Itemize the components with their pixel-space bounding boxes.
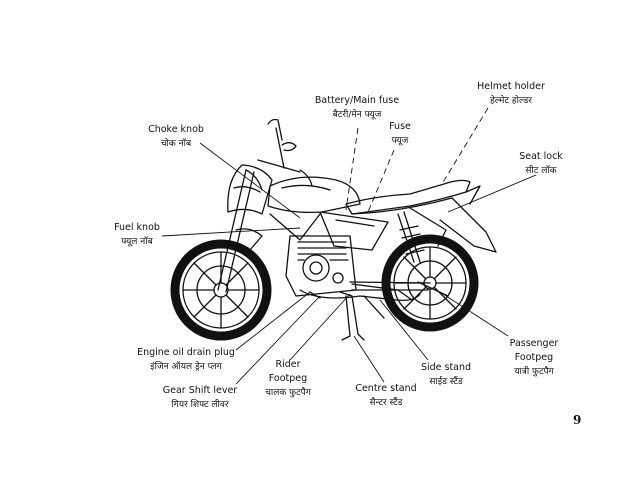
label-fuse: Fuse फ्यूज (389, 121, 411, 146)
page-number: 9 (573, 413, 582, 427)
leader-helmet-holder (441, 107, 489, 185)
front-wheel (170, 239, 272, 341)
fuel-tank (267, 169, 361, 214)
label-choke-knob: Choke knob चोक नॉब (148, 124, 204, 149)
front-fairing (227, 164, 273, 215)
seat (345, 179, 471, 215)
label-helmet-holder: Helmet holder हेल्मेट होल्डर (477, 81, 545, 106)
leader-passenger-footpeg (439, 291, 509, 337)
leader-fuse (367, 149, 395, 213)
label-passenger-footpeg: Passenger Footpeg यात्री फुटपैग (509, 338, 559, 377)
label-battery-main-fuse: Battery/Main fuse बैटरी/मेन फ्यूज (314, 95, 400, 120)
rear-frame (397, 185, 497, 263)
side-panel (269, 211, 389, 251)
leader-side-stand (379, 299, 429, 361)
leader-choke-knob (199, 142, 301, 219)
front-fork (217, 118, 301, 293)
label-seat-lock: Seat lock सीट लॉक (519, 151, 563, 176)
label-side-stand: Side stand साईड स्टैंड (420, 362, 472, 387)
label-gear-shift-lever: Gear Shift lever गियर शिफ्ट लीवर (162, 385, 238, 410)
label-rider-footpeg: Rider Footpeg चालक फुटपैग (265, 359, 311, 398)
label-engine-oil-drain-plug: Engine oil drain plug इंजिन ऑयल ड्रेन प्… (137, 347, 235, 372)
leader-rider-footpeg (289, 293, 351, 361)
engine (285, 235, 357, 297)
leader-centre-stand (353, 335, 385, 383)
front-mudguard (195, 241, 249, 251)
leader-fuel-knob (161, 227, 301, 237)
label-fuel-knob: Fuel knob फ्यूल नॉब (114, 222, 160, 247)
leader-seat-lock (447, 174, 537, 213)
leader-gear-shift-lever (235, 295, 321, 385)
label-centre-stand: Centre stand सैन्टर स्टैंड (355, 383, 417, 408)
leader-battery-main-fuse (345, 127, 359, 211)
leader-engine-oil-drain-plug (235, 291, 311, 351)
